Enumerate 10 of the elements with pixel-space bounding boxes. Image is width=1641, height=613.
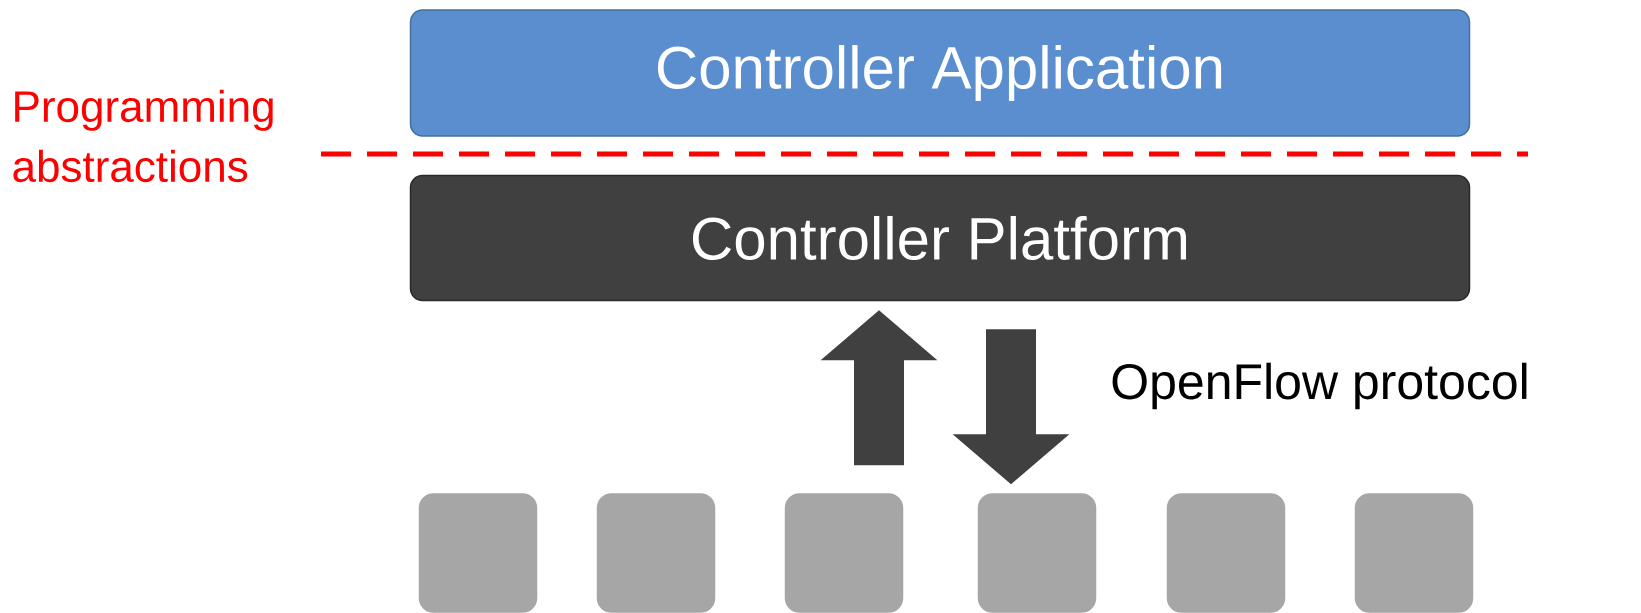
switch-box xyxy=(1166,493,1286,613)
switch-box xyxy=(596,493,716,613)
switch-box xyxy=(418,493,538,613)
application-box: Controller Application xyxy=(409,9,1471,137)
switch-box xyxy=(977,493,1097,613)
switch-box xyxy=(1354,493,1474,613)
switch-box xyxy=(784,493,904,613)
annotation-text: Programming abstractions xyxy=(13,89,273,183)
protocol-label: OpenFlow protocol xyxy=(1112,362,1527,410)
platform-box: Controller Platform xyxy=(409,174,1471,302)
